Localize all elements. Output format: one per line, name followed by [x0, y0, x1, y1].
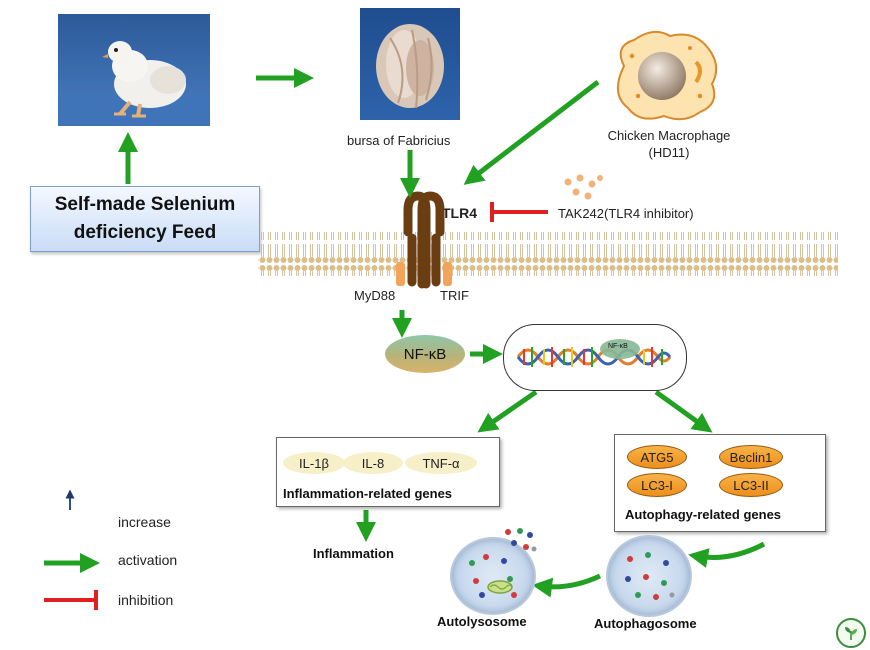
released-particles-icon	[505, 528, 537, 552]
inhibition-tak242	[490, 202, 548, 222]
bursa-label: bursa of Fabricius	[347, 133, 451, 148]
bursa-photo	[360, 8, 460, 120]
inflammation-genes-box: IL-1β IL-8 TNF-α Inflammation-related ge…	[276, 437, 500, 507]
gene-lc3-ii: LC3-II	[719, 473, 783, 497]
autolysosome-label: Autolysosome	[437, 614, 527, 629]
gene-atg5: ATG5	[627, 445, 687, 469]
autophagosome-label: Autophagosome	[594, 616, 697, 631]
nfkb-node: NF-κB	[385, 335, 465, 373]
dna-nfkb-label: NF-κB	[608, 343, 628, 350]
autophagosome-icon	[606, 535, 692, 617]
autophagy-genes-title: Autophagy-related genes	[625, 507, 782, 522]
dna-nucleus-box: NF-κB	[503, 324, 687, 391]
feed-line1: Self-made Selenium	[54, 194, 236, 215]
autolysosome-icon	[450, 537, 536, 615]
adaptor-pegs	[396, 262, 452, 286]
nfkb-label: NF-κB	[403, 345, 447, 363]
gene-il8: IL-8	[343, 452, 403, 474]
tlr4-label: TLR4	[442, 205, 477, 221]
inhibitor-particles-icon	[560, 172, 610, 202]
legend-inhibition-bar	[44, 590, 98, 610]
autophagy-genes-box: ATG5 Beclin1 LC3-I LC3-II Autophagy-rela…	[614, 434, 826, 532]
gene-tnfa: TNF-α	[405, 452, 477, 474]
feed-line2: deficiency Feed	[73, 222, 217, 243]
plant-logo-icon	[836, 618, 866, 648]
inhibitor-label: TAK242(TLR4 inhibitor)	[558, 206, 694, 221]
tlr4-receptor-icon	[403, 191, 445, 289]
cell-membrane	[258, 232, 838, 276]
arrow-dna-to-inflammation-genes	[477, 389, 538, 433]
gene-lc3-i: LC3-I	[627, 473, 687, 497]
inflammation-genes-title: Inflammation-related genes	[283, 486, 453, 501]
arrow-macrophage-to-tlr4	[463, 80, 600, 185]
dna-helix-icon	[516, 339, 672, 367]
legend-increase-label: increase	[118, 514, 171, 530]
chick-photo	[58, 14, 210, 126]
selenium-feed-box: Self-made Selenium deficiency Feed	[30, 186, 260, 252]
macrophage-label-line2: (HD11)	[648, 145, 690, 160]
arrow-dna-to-autophagy-genes	[654, 389, 713, 433]
macrophage-icon	[604, 26, 724, 126]
legend-activation-label: activation	[118, 552, 178, 568]
macrophage-label-line1: Chicken Macrophage	[607, 128, 731, 143]
arrow-autophagosome-to-autolysosome	[532, 573, 602, 598]
gene-beclin1: Beclin1	[719, 445, 783, 469]
inflammation-label: Inflammation	[313, 546, 394, 561]
myd88-label: MyD88	[354, 288, 396, 303]
legend-inhibition-label: inhibition	[118, 592, 174, 608]
trif-label: TRIF	[440, 288, 469, 303]
arrow-autophagy-to-autophagosome	[688, 541, 766, 568]
gene-il1b: IL-1β	[283, 452, 345, 474]
